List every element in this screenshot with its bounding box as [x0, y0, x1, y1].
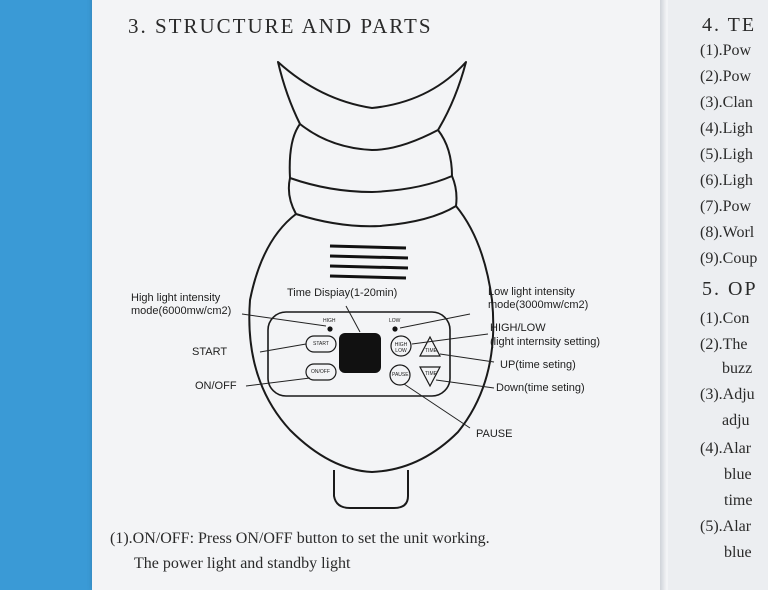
highlow-button: HIGH LOW	[394, 342, 408, 354]
list-item: (4).Ligh	[700, 120, 753, 137]
device-funnel	[277, 61, 467, 151]
pause-button-shape	[389, 364, 411, 386]
device-diagram	[241, 61, 495, 509]
section-heading-4: 4. TE	[702, 14, 757, 36]
list-item: (2).Pow	[700, 68, 752, 85]
manual-right-page	[668, 0, 768, 590]
list-item: (6).Ligh	[700, 172, 753, 189]
high-led	[327, 326, 333, 332]
label-on-off: ON/OFF	[195, 380, 237, 392]
down-button-shape	[419, 366, 441, 388]
label-high-mode-value: mode(6000mw/cm2)	[131, 305, 232, 317]
label-down: Down(time seting)	[496, 382, 585, 394]
label-low-mode-value: mode(3000mw/cm2)	[488, 299, 589, 311]
list-item: (3).Clan	[700, 94, 753, 111]
list-item: blue	[724, 544, 752, 561]
list-item: (8).Worl	[700, 224, 755, 241]
manual-left-page	[92, 0, 666, 590]
vent-lines	[329, 244, 409, 280]
pause-button: PAUSE	[392, 372, 409, 378]
list-item: (2).The	[700, 336, 748, 353]
list-item: (7).Pow	[700, 198, 752, 215]
time-display	[339, 333, 381, 373]
device-neck	[288, 123, 453, 193]
list-item: (1).Pow	[700, 42, 752, 59]
list-item: (5).Ligh	[700, 146, 753, 163]
up-button-shape	[419, 335, 441, 357]
control-panel	[267, 311, 451, 397]
list-item: (3).Adju	[700, 386, 755, 403]
list-item: blue	[724, 466, 752, 483]
label-low-mode: Low light intensity	[488, 286, 575, 298]
down-button: TIME	[425, 371, 437, 377]
list-item: (4).Alar	[700, 440, 752, 457]
section-heading-structure: 3. STRUCTURE AND PARTS	[128, 14, 433, 38]
panel-high-label: HIGH	[323, 318, 336, 324]
list-item: time	[724, 492, 753, 509]
label-time-display: Time Dispiay(1-20min)	[287, 287, 398, 299]
paragraph-onoff: (1).ON/OFF: Press ON/OFF button to set t…	[110, 530, 490, 547]
list-item: (1).Con	[700, 310, 750, 327]
start-button: START	[313, 341, 329, 347]
section-heading-5: 5. OP	[702, 278, 758, 300]
onoff-button-shape	[305, 363, 337, 381]
label-start: START	[192, 346, 228, 358]
device-body	[248, 205, 495, 473]
panel-low-label: LOW	[389, 318, 401, 324]
onoff-button: ON/OFF	[311, 369, 330, 375]
up-button: TIME	[425, 348, 437, 354]
leader-lines	[241, 305, 495, 429]
list-item: buzz	[722, 360, 753, 377]
device-handle	[333, 470, 409, 509]
label-high-low: HIGH/LOW	[490, 322, 546, 334]
paragraph-onoff-continued: The power light and standby light	[134, 555, 351, 572]
device-neck-ring	[287, 175, 458, 228]
list-item: (9).Coup	[700, 250, 758, 267]
label-high-mode: High light intensity	[131, 292, 221, 304]
list-item: adju	[722, 412, 750, 429]
highlow-button-shape	[390, 335, 412, 357]
label-pause: PAUSE	[476, 428, 513, 440]
label-up: UP(time seting)	[500, 359, 576, 371]
list-item: (5).Alar	[700, 518, 752, 535]
label-high-low-setting: (light internsity setting)	[490, 336, 601, 348]
low-led	[392, 326, 398, 332]
